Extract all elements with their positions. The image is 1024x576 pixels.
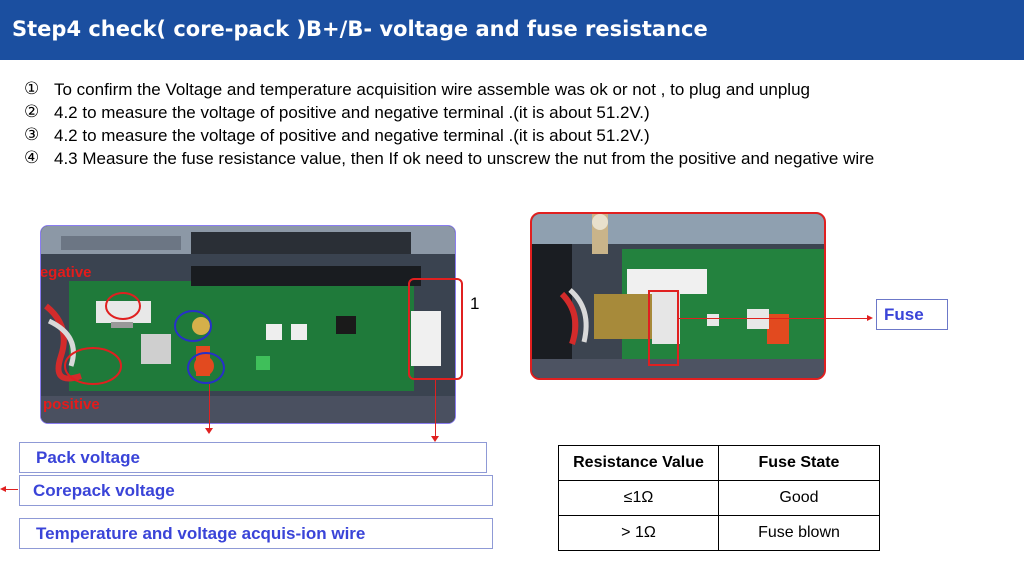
- connector-highlight-box: [408, 278, 463, 380]
- table-header-row: Resistance Value Fuse State: [558, 445, 880, 481]
- wire-arrowhead: [431, 436, 439, 442]
- fuse-label: Fuse: [876, 299, 948, 330]
- corepack-arrowhead: [0, 486, 6, 492]
- slide-header: Step4 check( core-pack )B+/B- voltage an…: [0, 0, 1024, 60]
- battery-board-illustration: [41, 226, 455, 423]
- pack-voltage-arrow-line: [209, 384, 210, 430]
- negative-label: Negative: [40, 264, 92, 281]
- corepack-voltage-text: Corepack voltage: [33, 480, 175, 500]
- table-row: ≤1Ω Good: [558, 480, 880, 516]
- table-cell: Good: [718, 480, 880, 516]
- step-text: 4.2 to measure the voltage of positive a…: [54, 103, 650, 122]
- step-item: ③ 4.2 to measure the voltage of positive…: [24, 124, 984, 147]
- step-number: ②: [24, 102, 40, 122]
- fuse-label-text: Fuse: [884, 304, 924, 324]
- step-number: ①: [24, 79, 40, 99]
- pack-voltage-arrowhead: [205, 428, 213, 434]
- step-item: ④ 4.3 Measure the fuse resistance value,…: [24, 147, 984, 170]
- fuse-arrowhead: [867, 315, 873, 321]
- resistance-table: Resistance Value Fuse State ≤1Ω Good > 1…: [558, 445, 880, 551]
- fuse-photo: [530, 212, 826, 380]
- corepack-arrow-line: [4, 489, 18, 490]
- temp-wire-callout: Temperature and voltage acquis-ion wire: [19, 518, 493, 549]
- table-cell: Fuse blown: [718, 515, 880, 551]
- step-list: ① To confirm the Voltage and temperature…: [24, 78, 984, 170]
- step-text: 4.3 Measure the fuse resistance value, t…: [54, 149, 875, 168]
- step-number: ④: [24, 148, 40, 168]
- step-text: 4.2 to measure the voltage of positive a…: [54, 126, 650, 145]
- corepack-voltage-callout: Corepack voltage: [19, 475, 493, 506]
- temp-wire-text: Temperature and voltage acquis-ion wire: [36, 523, 366, 543]
- fuse-highlight-box: [648, 290, 679, 366]
- step-number: ③: [24, 125, 40, 145]
- fuse-arrow-line: [679, 318, 869, 319]
- table-header-cell: Resistance Value: [558, 445, 719, 481]
- table-cell: ≤1Ω: [558, 480, 719, 516]
- step-text: To confirm the Voltage and temperature a…: [54, 80, 810, 99]
- marker-number: 1: [470, 294, 480, 313]
- table-header-cell: Fuse State: [718, 445, 880, 481]
- table-cell: > 1Ω: [558, 515, 719, 551]
- pack-voltage-callout: Pack voltage: [19, 442, 487, 473]
- battery-board-photo: Negative positive: [40, 225, 456, 424]
- wire-arrow-line: [435, 380, 436, 438]
- step-item: ② 4.2 to measure the voltage of positive…: [24, 101, 984, 124]
- positive-label: positive: [43, 396, 100, 413]
- table-row: > 1Ω Fuse blown: [558, 515, 880, 551]
- slide-title: Step4 check( core-pack )B+/B- voltage an…: [12, 17, 708, 41]
- step-item: ① To confirm the Voltage and temperature…: [24, 78, 984, 101]
- pack-voltage-text: Pack voltage: [36, 447, 140, 467]
- fuse-illustration: [532, 214, 824, 378]
